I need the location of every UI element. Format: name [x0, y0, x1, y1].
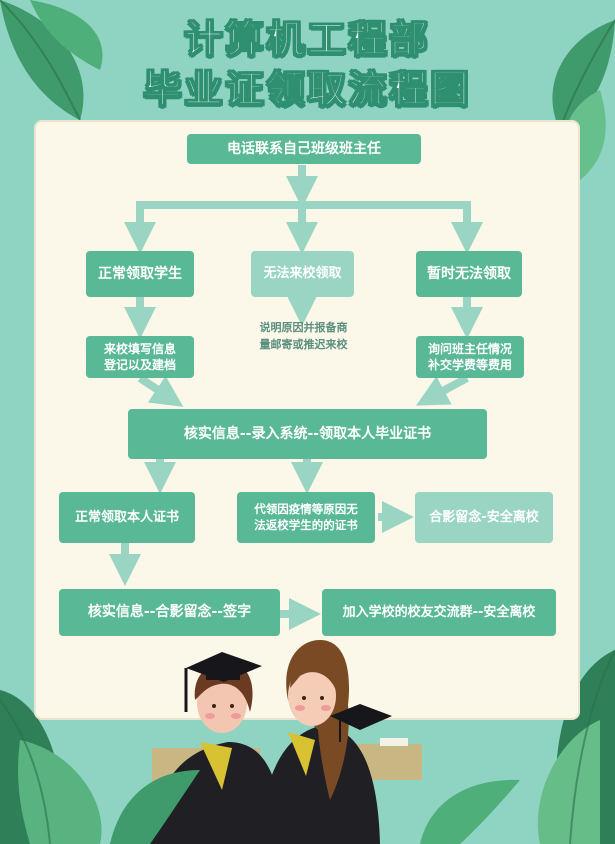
branch-temporarily-unable: 暂时无法领取 [416, 251, 522, 297]
poster-title-line2: 毕业证领取流程图 [143, 66, 472, 111]
arrow-branch-left [124, 201, 302, 254]
arrow-branch-right [302, 201, 483, 254]
step-ask-teacher-pay-fees: 询问班主任情况 补交学费等费用 [416, 336, 524, 378]
verify-photo-sign: 核实信息--合影留念--签字 [59, 589, 280, 636]
branch-cannot-come: 无法来校领取 [251, 251, 354, 297]
photo-and-leave-safely: 合影留念-安全离校 [415, 492, 553, 543]
start-contact-teacher: 电话联系自己班级班主任 [187, 134, 421, 164]
join-alumni-group-leave: 加入学校的校友交流群--安全离校 [322, 589, 556, 636]
note-explain-mail-or-delay: 说明原因并报备商 量邮寄或推迟来校 [259, 321, 348, 351]
proxy-collect-certificate: 代领因疫情等原因无 法返校学生的的证书 [237, 492, 375, 543]
arrow-temporary-to-verify [415, 374, 469, 406]
poster-title-line1: 计算机工程部 [184, 16, 431, 61]
collect-own-certificate: 正常领取本人证书 [59, 492, 195, 543]
arrow-normal-to-verify [137, 374, 184, 407]
verify-record-collect-diploma: 核实信息--录入系统--领取本人毕业证书 [128, 409, 487, 459]
branch-normal-students: 正常领取学生 [86, 251, 194, 297]
step-fill-info-register: 来校填写信息 登记以及建档 [86, 336, 194, 378]
